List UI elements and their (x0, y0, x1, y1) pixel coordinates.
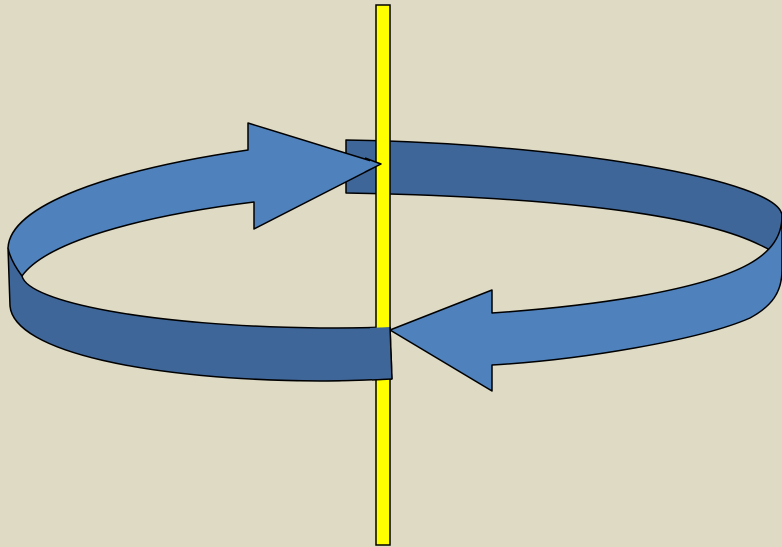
ribbon-front-over-pole (370, 327, 392, 380)
ribbon-left-top-band (7, 122, 382, 277)
ribbon-front-over-pole-edge (389, 326, 393, 380)
ribbon-front-over-pole-bottom (371, 378, 393, 381)
upper-arrowhead-tip-edge (364, 157, 382, 173)
ribbon-front-side-band (7, 247, 393, 382)
rotation-axis-pole (375, 4, 391, 546)
